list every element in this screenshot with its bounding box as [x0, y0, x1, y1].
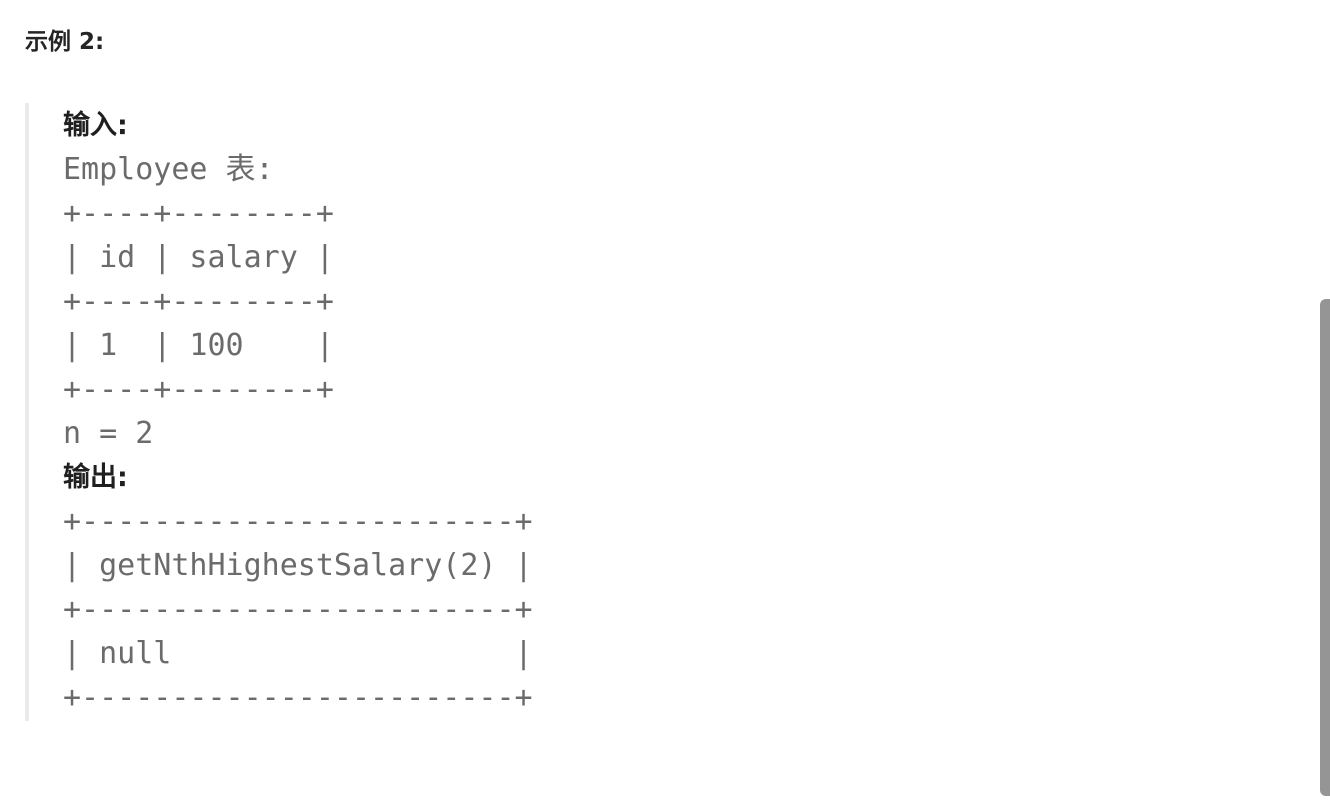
code-line-n-value: n = 2 — [63, 416, 154, 451]
code-line-input-data-row: | 1 | 100 | — [63, 328, 334, 363]
code-line-output-header-row: | getNthHighestSalary(2) | — [63, 548, 533, 583]
code-line-employee-table-caption: Employee 表: — [63, 152, 274, 187]
output-label: 输出: — [63, 462, 128, 493]
code-line-input-border-bottom: +----+--------+ — [63, 372, 334, 407]
problem-description-pane: 示例 2: 输入: Employee 表: +----+--------+ | … — [25, 29, 1330, 721]
example-pre-block: 输入: Employee 表: +----+--------+ | id | s… — [25, 103, 1330, 721]
example-heading: 示例 2: — [25, 29, 105, 55]
code-line-output-border-top: +------------------------+ — [63, 504, 533, 539]
code-line-output-border-mid: +------------------------+ — [63, 592, 533, 627]
code-line-input-border-top: +----+--------+ — [63, 196, 334, 231]
code-line-output-border-bottom: +------------------------+ — [63, 680, 533, 715]
vertical-scrollbar-thumb[interactable] — [1320, 299, 1330, 796]
code-line-input-header-row: | id | salary | — [63, 240, 334, 275]
code-line-input-border-mid: +----+--------+ — [63, 284, 334, 319]
code-line-output-data-row: | null | — [63, 636, 533, 671]
input-label: 输入: — [63, 110, 128, 141]
